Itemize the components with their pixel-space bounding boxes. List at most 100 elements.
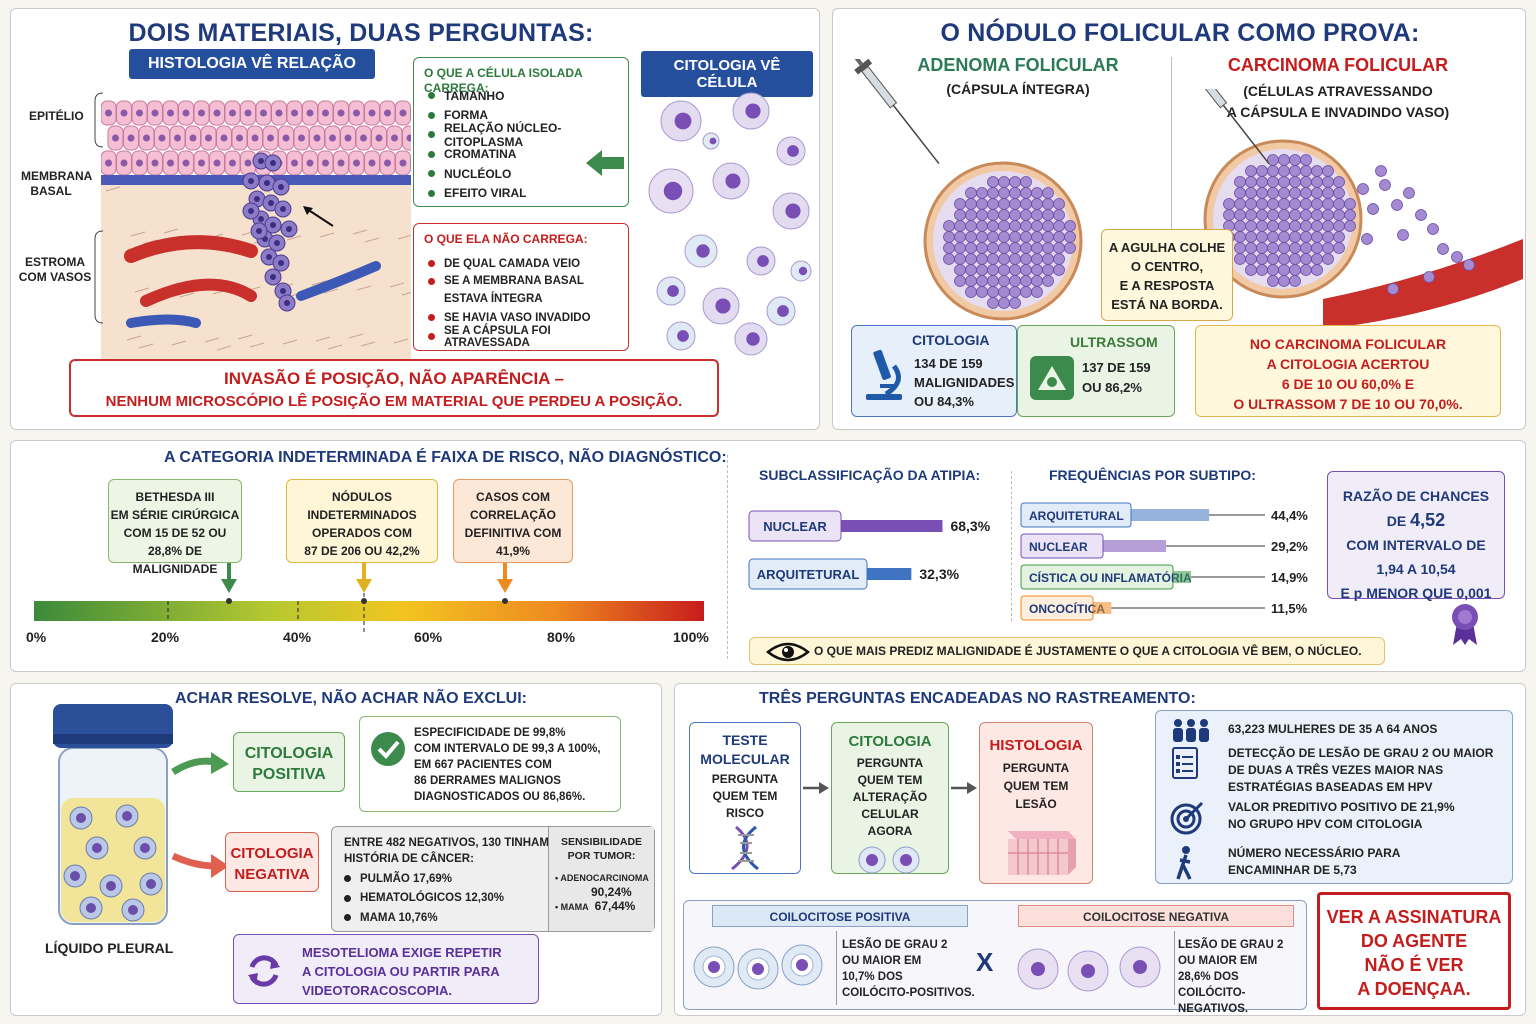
walker-icon xyxy=(1170,845,1200,886)
arrow-right-icon xyxy=(171,752,229,775)
text-line: A DOENÇAA. xyxy=(1357,979,1471,999)
text-line: 41,9% xyxy=(495,544,531,558)
histologia-tag: HISTOLOGIA VÊ RELAÇÃO xyxy=(129,49,375,79)
refresh-icon xyxy=(248,955,280,987)
text-line: OU 86,2% xyxy=(1082,380,1142,395)
text-line: 28,6% DOS xyxy=(1178,971,1239,983)
text-line: PERGUNTA xyxy=(1002,761,1070,775)
text-line: NÃO É VER xyxy=(1364,955,1464,975)
nao-carrega-box: O QUE ELA NÃO CARREGA: DE QUAL CAMADA VE… xyxy=(413,223,629,351)
arrow-right-icon xyxy=(171,852,229,878)
label-brackets xyxy=(94,92,104,324)
text-line: COM 15 DE 52 OU xyxy=(123,526,227,540)
text-line: QUEM TEM xyxy=(1003,779,1069,793)
value-label: 29,2% xyxy=(1271,539,1308,554)
text-line: POR TUMOR: xyxy=(567,850,636,862)
normal-cells xyxy=(1017,946,1161,992)
text-line: 10,7% DOS xyxy=(842,971,903,983)
text-line: CASOS COM xyxy=(475,490,550,504)
text-line: EM 667 PACIENTES COM xyxy=(414,759,552,771)
category-label: NUCLEAR xyxy=(1029,540,1088,554)
panel-dois-materiais: DOIS MATERIAIS, DUAS PERGUNTAS: HISTOLOG… xyxy=(10,8,820,430)
target-icon xyxy=(1170,799,1206,840)
sens-item: • ADENOCARCINOMA xyxy=(555,873,649,883)
value-label: 11,5% xyxy=(1271,601,1308,616)
eye-note: O QUE MAIS PREDIZ MALIGNIDADE É JUSTAMEN… xyxy=(749,637,1385,665)
adenoma-title: ADENOMA FOLICULAR xyxy=(917,55,1119,75)
tick-60: 60% xyxy=(414,629,443,645)
carcinoma-title: CARCINOMA FOLICULAR xyxy=(1227,55,1449,75)
bullet-icon xyxy=(428,170,435,178)
value-label: 14,9% xyxy=(1271,570,1308,585)
text-line: 134 DE 159 xyxy=(914,356,983,371)
text-line: A CITOLOGIA ACERTOU xyxy=(1266,356,1430,372)
text-line: SENSIBILIDADE xyxy=(560,836,643,848)
category-label: ARQUITETURAL xyxy=(757,567,860,582)
ribbon-icon xyxy=(1452,604,1478,645)
panel-title: A CATEGORIA INDETERMINADA É FAIXA DE RIS… xyxy=(164,449,727,466)
category-label: ARQUITETURAL xyxy=(1029,509,1124,523)
jar-label: LÍQUIDO PLEURAL xyxy=(45,940,174,956)
invasao-banner: INVASÃO É POSIÇÃO, NÃO APARÊNCIA – NENHU… xyxy=(69,359,719,417)
list-item: MAMA 10,76% xyxy=(342,908,504,928)
text-line: 28,8% DE MALIGNIDADE xyxy=(132,544,218,576)
text-line: VER A ASSINATURA xyxy=(1326,907,1502,927)
text-line: LESÃO DE GRAU 2 xyxy=(1178,939,1284,951)
bar-fill xyxy=(1173,571,1191,583)
bar-nuclear: NUCLEAR 29,2% xyxy=(1020,533,1308,559)
bullet-icon xyxy=(344,914,351,922)
arrow-right-icon xyxy=(803,782,829,794)
callout-bethesda: BETHESDA III EM SÉRIE CIRÚRGICA COM 15 DE … xyxy=(108,479,242,576)
tick-0: 0% xyxy=(26,629,47,645)
bar-fill xyxy=(1103,540,1167,552)
coilocitose-box: COILOCITOSE POSITIVA COILOCITOSE NEGATIV… xyxy=(683,900,1307,1015)
subclass-title: SUBCLASSIFICAÇÃO DA ATIPIA: xyxy=(759,467,981,483)
bullet-icon xyxy=(428,131,435,139)
divider xyxy=(1171,57,1172,317)
odds-ratio-box: RAZÃO DE CHANCES DE 4,52 COM INTERVALO D… xyxy=(1327,471,1505,601)
bullet-icon xyxy=(428,277,435,285)
bullet-icon xyxy=(428,92,435,100)
text-line: TESTE xyxy=(722,732,768,748)
tick-20: 20% xyxy=(151,629,180,645)
citologia-tag: CITOLOGIA VÊ CÉLULA xyxy=(641,51,813,97)
banner-line1: INVASÃO É POSIÇÃO, NÃO APARÊNCIA – xyxy=(223,369,565,388)
freq-title: FREQUÊNCIAS POR SUBTIPO: xyxy=(1049,467,1256,483)
cells-icon xyxy=(858,846,920,874)
text-line: DO AGENTE xyxy=(1360,931,1468,951)
category-label: CÍSTICA OU INFLAMATÓRIA xyxy=(1029,570,1192,585)
text-line: EM SÉRIE CIRÚRGICA xyxy=(110,508,240,522)
text-line: E A RESPOSTA xyxy=(1119,278,1215,293)
koi-pos-title: COILOCITOSE POSITIVA xyxy=(712,905,968,927)
bar-fill xyxy=(1131,509,1210,521)
cytology-cells-illustration xyxy=(648,92,812,356)
text-line: O ULTRASSOM 7 DE 10 OU 70,0%. xyxy=(1233,396,1463,412)
sens-value: 90,24% xyxy=(591,885,632,899)
panel-rastreamento: TRÊS PERGUNTAS ENCADEADAS NO RASTREAMENT… xyxy=(674,683,1526,1016)
text-line: QUEM TEM xyxy=(712,789,778,803)
text-line: PERGUNTA xyxy=(711,772,779,786)
divider xyxy=(727,455,728,659)
text-line: OU MAIOR EM xyxy=(1178,955,1258,967)
text-line: O CENTRO, xyxy=(1130,259,1204,274)
text-line: LESÃO xyxy=(1015,797,1057,811)
stat-text: VALOR PREDITIVO POSITIVO DE 21,9%NO GRUP… xyxy=(1228,800,1455,831)
microscope-icon xyxy=(866,349,902,400)
banner-line2: NENHUM MICROSCÓPIO LÊ POSIÇÃO EM MATERIA… xyxy=(105,393,683,410)
panel-title: ACHAR RESOLVE, NÃO ACHAR NÃO EXCLUI: xyxy=(175,690,528,707)
final-message: VER A ASSINATURA DO AGENTE NÃO É VER A DOEN… xyxy=(1317,892,1511,1010)
text-line: BETHESDA III xyxy=(135,490,215,504)
text-line: PERGUNTA xyxy=(856,756,924,770)
sens-value: 67,44% xyxy=(594,899,636,913)
